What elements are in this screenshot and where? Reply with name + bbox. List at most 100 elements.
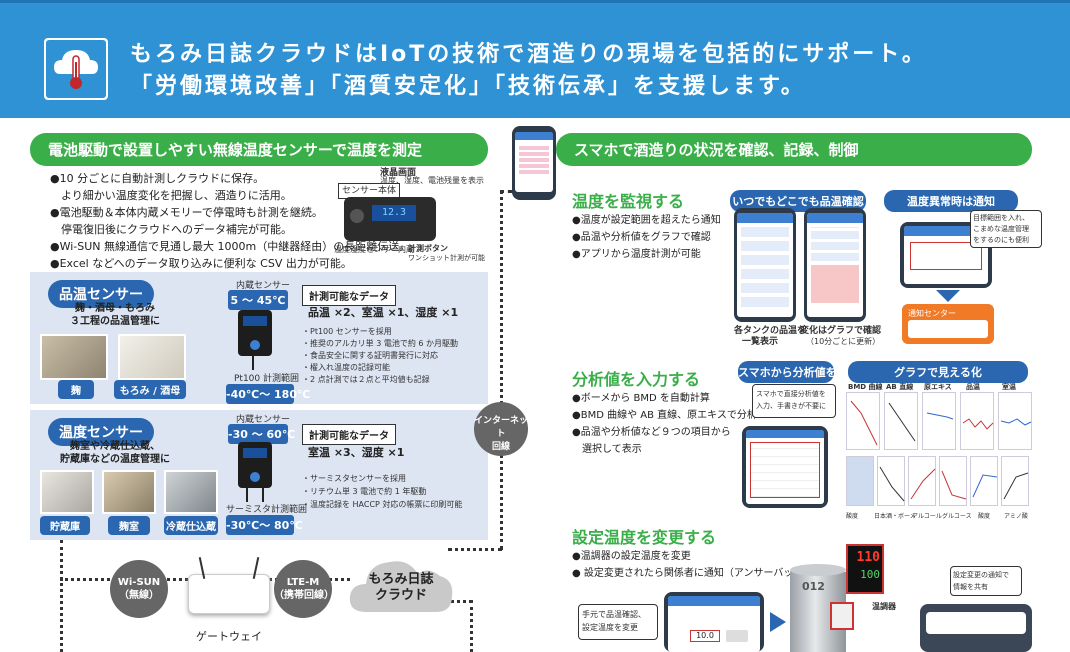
setpoint-ok-button[interactable] bbox=[726, 630, 748, 642]
graph-label-bmd: BMD 曲線 bbox=[848, 383, 883, 391]
sake-tank: 012 bbox=[790, 564, 846, 652]
cloud-label-1: もろみ日誌 bbox=[368, 572, 434, 587]
sensor2-display bbox=[243, 448, 267, 458]
sensor2-desc-line2: 貯蔵庫などの温度管理に bbox=[60, 454, 170, 465]
graph-line bbox=[850, 400, 878, 446]
graph-tile bbox=[998, 392, 1032, 450]
graph-line bbox=[910, 468, 936, 500]
alert-callout: 目標範囲を入れ、 こまめな温度管理 をするのにも便利 bbox=[970, 210, 1042, 248]
sensor1-button bbox=[250, 340, 260, 350]
cloud-label-2: クラウド bbox=[374, 588, 427, 603]
notification-title: 通知センター bbox=[908, 309, 956, 318]
wisun-circle: Wi-SUN （無線） bbox=[110, 560, 168, 618]
temp-controller: 110 100 bbox=[846, 544, 884, 594]
network-line bbox=[440, 600, 472, 603]
sensor1-data-value: 品温 ×2、室温 ×1、湿度 ×1 bbox=[308, 306, 459, 319]
device-button bbox=[350, 209, 364, 223]
setpoint-callout-line2: 設定温度を変更 bbox=[582, 623, 638, 632]
storage-photo bbox=[40, 470, 94, 514]
sensor2-inner-label: 内蔵センサー bbox=[236, 415, 291, 425]
graph-tile bbox=[877, 456, 905, 506]
header-title-line1: もろみ日誌クラウドはIoTの技術で酒造りの現場を包括的にサポート。 bbox=[130, 42, 927, 67]
setpoint-callout: 手元で品温確認、 設定温度を変更 bbox=[578, 604, 658, 640]
setpoint-bullets: ●温調器の設定温度を変更 ● 設定変更されたら関係者に通知（アンサーバック） bbox=[572, 548, 813, 582]
cloud-icon bbox=[349, 561, 453, 612]
ltem-circle: LTE-M （携帯回線） bbox=[274, 560, 334, 618]
phone-graph-area bbox=[811, 265, 859, 303]
network-line bbox=[60, 540, 63, 652]
graph-line bbox=[962, 418, 994, 430]
list-item: ●Excel などへのデータ取り込みに便利な CSV 出力が可能。 bbox=[50, 257, 352, 270]
list-item: ・食品安全に関する証明書発行に対応 bbox=[302, 351, 438, 360]
notification-card: 通知センター bbox=[902, 304, 994, 344]
controller-display-bottom: 100 bbox=[860, 568, 880, 581]
sensor2-desc-line1: 麹室や冷蔵仕込蔵、 bbox=[70, 441, 160, 452]
graph-label-bottom: 酸度 bbox=[846, 513, 859, 520]
controller-label: 温調器 bbox=[872, 602, 896, 611]
graph-label-bottom: 日本酒・ボーメ bbox=[874, 513, 916, 520]
cloud-thermometer-icon bbox=[46, 40, 106, 98]
sensor1-display bbox=[243, 316, 267, 326]
input-callout: スマホで直接分析値を 入力、手書きが不要に bbox=[752, 384, 836, 418]
gateway-antenna bbox=[252, 557, 260, 579]
phone-app-bar bbox=[737, 213, 793, 223]
input-form bbox=[750, 442, 820, 498]
moromi-photo bbox=[118, 334, 186, 380]
setpoint-section-title: 設定温度を変更する bbox=[572, 528, 717, 547]
phone-screen bbox=[746, 430, 824, 504]
device-inner-label: 温度湿度センサー内蔵 bbox=[334, 245, 414, 254]
list-item: ・Pt100 センサーを採用 bbox=[302, 327, 392, 336]
phone-screen bbox=[737, 213, 793, 317]
phone-app-bar bbox=[807, 213, 863, 223]
internet-circle: インターネット 回線 bbox=[474, 402, 528, 456]
graph-label-ab: AB 直線 bbox=[886, 383, 914, 391]
alert-callout-line2: こまめな温度管理 bbox=[973, 225, 1029, 233]
list-item: ・櫂入れ温度の記録可能 bbox=[302, 363, 390, 372]
graph-tile bbox=[970, 456, 998, 506]
phone-screen bbox=[807, 213, 863, 317]
monitor-caption-1: 各タンクの品温を bbox=[734, 326, 807, 336]
network-line bbox=[500, 190, 503, 550]
graph-tile bbox=[1001, 456, 1029, 506]
setpoint-input[interactable]: 10.0 bbox=[690, 630, 720, 642]
app-logo bbox=[44, 38, 108, 100]
graph-label-bottom: アルコール bbox=[912, 513, 942, 520]
graph-tile bbox=[846, 392, 880, 450]
sensor2-probe-cable bbox=[262, 488, 264, 502]
graph-tile bbox=[922, 392, 956, 450]
sensor1-desc-line2: ３工程の品温管理に bbox=[70, 316, 160, 327]
storage-label: 貯蔵庫 bbox=[40, 516, 90, 535]
sensor2-device bbox=[238, 442, 272, 488]
sensor2-button bbox=[250, 472, 260, 482]
graph-line bbox=[1000, 418, 1032, 426]
cold-storage-label: 冷蔵仕込蔵 bbox=[164, 516, 218, 535]
phone-screen bbox=[515, 132, 553, 192]
monitor-section-title: 温度を監視する bbox=[572, 192, 685, 211]
monitor-bullets: ●温度が設定範囲を超えたら通知 ●品温や分析値をグラフで確認 ●アプリから温度計… bbox=[572, 212, 721, 263]
alert-callout-line1: 目標範囲を入れ、 bbox=[973, 214, 1030, 222]
sensor1-notes: ・Pt100 センサーを採用 ・推奨のアルカリ単 3 電池で約 6 か月駆動 ・… bbox=[302, 326, 458, 386]
monitor-caption-2b: （10分ごとに更新） bbox=[806, 337, 881, 346]
list-item: ●10 分ごとに自動計測しクラウドに保存。 bbox=[50, 172, 265, 185]
list-item: ・2 点計測では２点と平均値も記録 bbox=[302, 375, 430, 384]
koji-photo bbox=[40, 334, 108, 380]
sensor1-desc: 麹・酒母・もろみ ３工程の品温管理に bbox=[40, 302, 190, 328]
ltem-sub-label: （携帯回線） bbox=[274, 590, 334, 601]
phone-input bbox=[742, 426, 828, 508]
sensor1-device bbox=[238, 310, 272, 356]
list-item: ●BMD 曲線や AB 直線、原エキスで分析 bbox=[572, 410, 757, 421]
gateway-device bbox=[188, 557, 270, 614]
tank-list bbox=[741, 227, 789, 307]
list-item: ●アプリから温度計測が可能 bbox=[572, 249, 701, 260]
phone-screen bbox=[904, 226, 988, 284]
device-button-label: 計測ボタン bbox=[408, 244, 448, 253]
gateway-antenna bbox=[198, 557, 206, 579]
phone-notice bbox=[920, 604, 1032, 652]
analysis-bullets: ●ボーメから BMD を自動計算 ●BMD 曲線や AB 直線、原エキスで分析 … bbox=[572, 390, 757, 458]
monitor-caption-2: 変化はグラフで確認 bbox=[800, 326, 882, 336]
sensor1-probe-cable bbox=[252, 356, 254, 370]
monitor-header-2: 温度異常時は通知 bbox=[884, 190, 1018, 212]
phone-graph bbox=[804, 208, 866, 322]
graph-line bbox=[972, 474, 998, 498]
left-bullet-list: ●10 分ごとに自動計測しクラウドに保存。 より細かい温度変化を把握し、酒造りに… bbox=[50, 170, 410, 272]
